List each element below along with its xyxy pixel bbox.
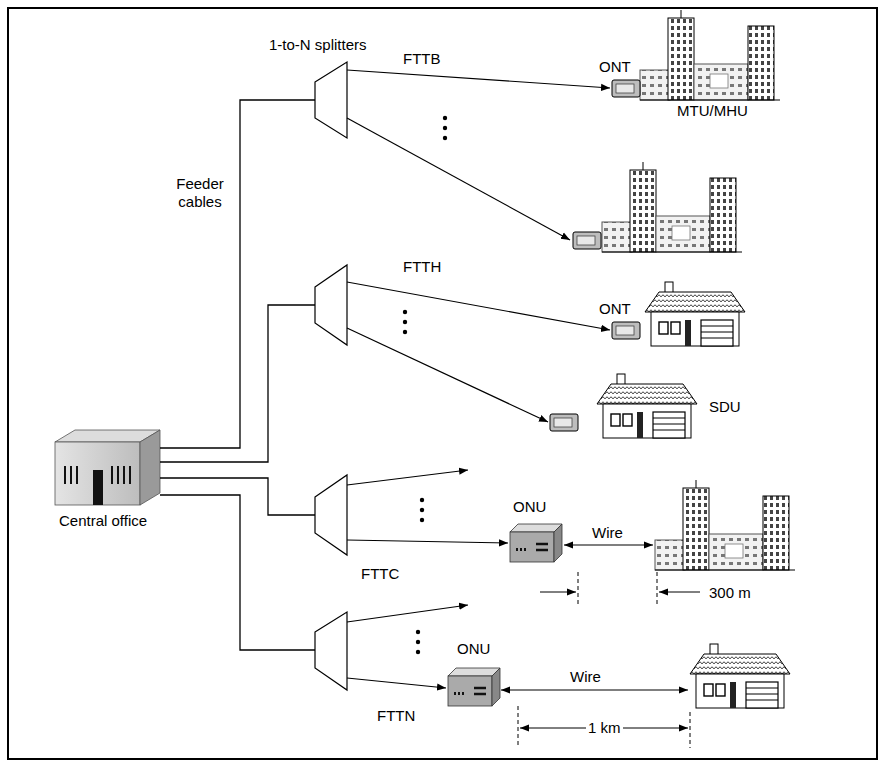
label-text: 300 m (709, 584, 751, 602)
house-icon (690, 644, 790, 708)
text-label: Feeder cables (167, 175, 233, 211)
text-label: Wire (568, 668, 603, 686)
label-text: Wire (592, 524, 623, 542)
dimension-300m (540, 572, 700, 606)
node-label: ONU (511, 498, 548, 516)
text-label: FTTN (375, 707, 417, 725)
node-label: SDU (707, 398, 743, 416)
node-label: MTU/MHU (675, 102, 750, 120)
text-label: 300 m (707, 584, 753, 602)
house-icon (597, 374, 697, 438)
label-text: 1-to-N splitters (269, 36, 367, 54)
node-text: ONT (599, 300, 631, 318)
text-label: FTTB (401, 50, 443, 68)
node-text: Central office (59, 512, 147, 530)
central-office-building (55, 430, 160, 505)
label-text: FTTH (403, 258, 441, 276)
onu-device (510, 524, 562, 562)
onu-device (448, 668, 500, 706)
text-label: Wire (590, 524, 625, 542)
wire-link (564, 544, 653, 545)
label-text: FTTN (377, 707, 415, 725)
ont-box (612, 322, 640, 339)
node-text: MTU/MHU (677, 102, 748, 120)
node-label: ONT (597, 58, 633, 76)
node-label: ONU (455, 640, 492, 658)
text-label: FTTC (359, 565, 401, 583)
node-text: ONU (513, 498, 546, 516)
node-label: ONT (597, 300, 633, 318)
wire-link (501, 689, 688, 690)
node-text: SDU (709, 398, 741, 416)
node-label: Central office (57, 512, 149, 530)
label-text: Feeder cables (169, 175, 231, 211)
label-text: FTTC (361, 565, 399, 583)
mtu-building (640, 10, 780, 100)
mtu-building (655, 480, 795, 570)
feeder-cable (160, 100, 315, 650)
mtu-building (602, 162, 742, 252)
frame-border (8, 8, 877, 759)
distribution-fiber (347, 70, 610, 688)
label-text: 1 km (588, 719, 621, 737)
text-label: FTTH (401, 258, 443, 276)
text-label: 1 km (586, 719, 623, 737)
ont-box (573, 232, 601, 249)
ont-box (550, 414, 578, 431)
label-text: FTTB (403, 50, 441, 68)
splitter-symbol (315, 62, 347, 690)
ont-box (612, 80, 640, 97)
ellipsis-dots (403, 116, 447, 654)
house-icon (645, 282, 745, 346)
dimension-1km (518, 706, 690, 748)
node-text: ONU (457, 640, 490, 658)
text-label: 1-to-N splitters (267, 36, 369, 54)
label-text: Wire (570, 668, 601, 686)
node-text: ONT (599, 58, 631, 76)
